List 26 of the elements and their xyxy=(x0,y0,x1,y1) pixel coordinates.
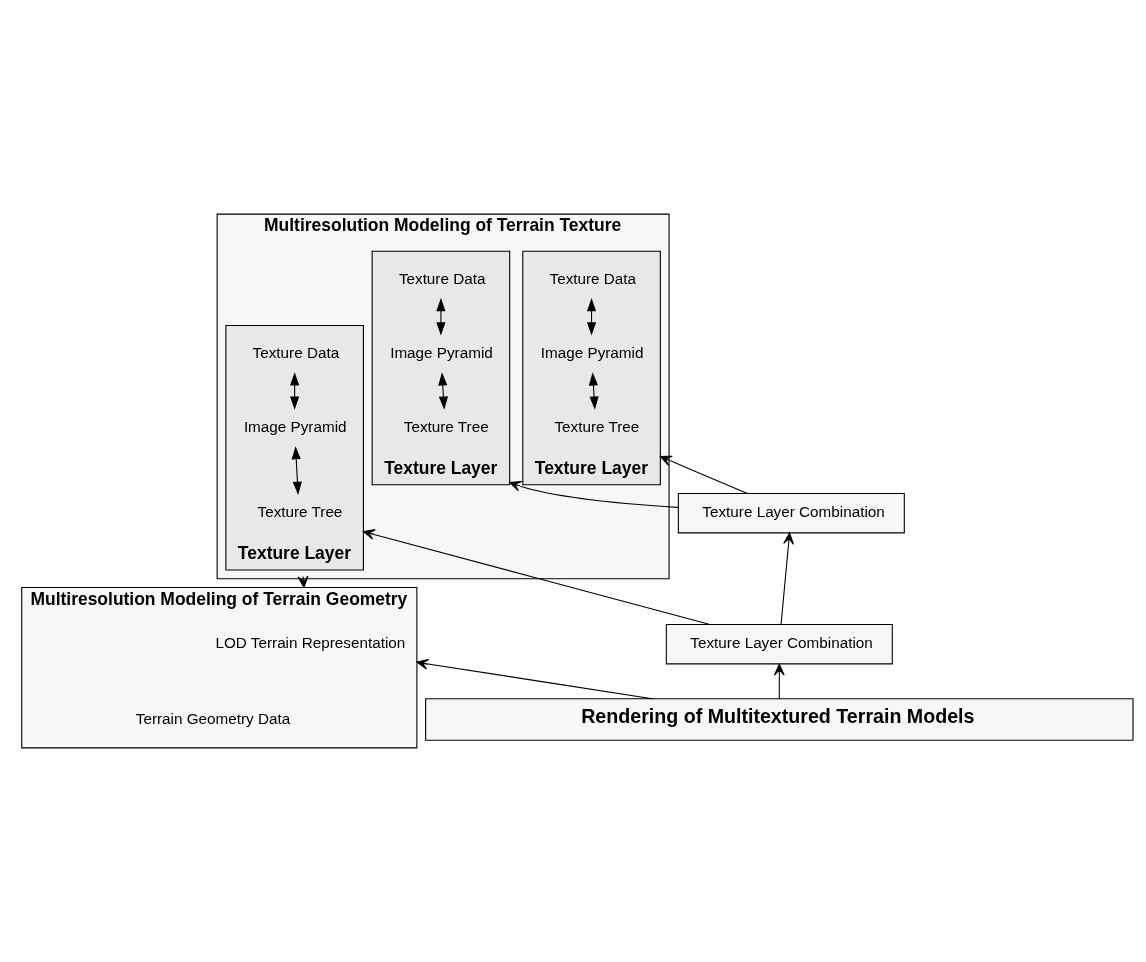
arrow xyxy=(588,372,599,410)
node-text: Texture Data xyxy=(549,269,637,287)
node-text: LOD Terrain Representation xyxy=(215,634,406,652)
arrow xyxy=(416,658,653,700)
arrow xyxy=(436,298,446,336)
node-text: Texture Tree xyxy=(257,503,343,521)
node-text: Texture Data xyxy=(252,343,340,361)
node-text: Texture Tree xyxy=(403,418,489,436)
arrow xyxy=(780,532,794,625)
arrow xyxy=(773,663,785,699)
node-text: Terrain Geometry Data xyxy=(135,709,291,727)
arrow xyxy=(586,298,597,336)
node-text: Image Pyramid xyxy=(540,343,644,361)
arrow xyxy=(291,446,302,495)
arrow xyxy=(438,372,449,410)
node-box: Texture Layer Combination xyxy=(665,624,893,665)
node-text: Texture Tree xyxy=(554,418,640,436)
node-text: Image Pyramid xyxy=(243,418,347,436)
node-box: Rendering of Multitextured Terrain Models xyxy=(425,698,1134,741)
arrow xyxy=(362,529,711,626)
arrow xyxy=(290,372,300,410)
arrow xyxy=(509,480,679,508)
node-text: Image Pyramid xyxy=(390,343,493,361)
arrow xyxy=(659,455,748,495)
node-text: Texture Data xyxy=(398,269,486,287)
node-box: Texture Layer Combination xyxy=(677,493,905,534)
